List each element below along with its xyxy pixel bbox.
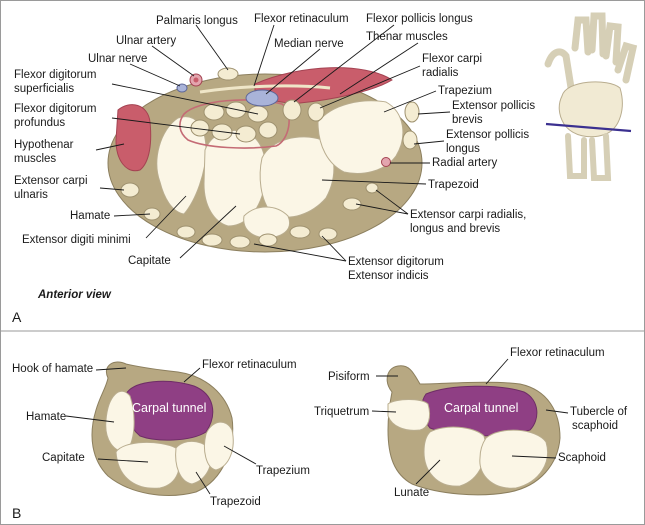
label-ecu-line2: ulnaris <box>14 189 48 201</box>
ecr-tendon-small <box>365 182 379 194</box>
label-edm: Extensor digiti minimi <box>22 234 131 246</box>
epb-tendon <box>404 101 420 123</box>
panel-a-labels: Palmaris longus Flexor retinaculum Flexo… <box>12 13 535 325</box>
label-ulnar-nerve: Ulnar nerve <box>88 53 147 65</box>
label-flexor-carpi-radialis-line1: Flexor carpi <box>422 53 482 65</box>
fpl-tendon <box>282 99 302 121</box>
label-b-left-carpal-tunnel: Carpal tunnel <box>132 401 206 415</box>
label-b-right-flexor-retinaculum: Flexor retinaculum <box>510 347 605 359</box>
label-palmaris-longus: Palmaris longus <box>156 15 238 27</box>
wrist-cross-section <box>107 67 423 253</box>
label-extensor-indicis: Extensor indicis <box>348 270 429 282</box>
panel-a-leader-lines <box>95 24 451 262</box>
label-ecr-line1: Extensor carpi radialis, <box>410 209 526 221</box>
right-scaphoid-bone <box>479 429 548 489</box>
label-hypothenar-line1: Hypothenar <box>14 139 74 151</box>
label-epb-line1: Extensor pollicis <box>452 100 535 112</box>
ed-tendon-3 <box>229 235 251 249</box>
label-median-nerve: Median nerve <box>274 38 344 50</box>
panel-b-leader-lines <box>65 358 569 495</box>
fdp-tendon-4 <box>258 121 278 139</box>
left-trapezoid-bone <box>175 441 212 485</box>
trapezoid-bone <box>259 136 335 218</box>
label-epl-line1: Extensor pollicis <box>446 129 529 141</box>
hand-skeleton-thumbnail <box>544 12 638 181</box>
anterior-view-caption: Anterior view <box>37 289 112 301</box>
label-hook-of-hamate: Hook of hamate <box>12 363 93 375</box>
label-thenar-muscles: Thenar muscles <box>366 31 448 43</box>
label-radial-artery: Radial artery <box>432 157 497 169</box>
label-epl-line2: longus <box>446 143 480 155</box>
fds-tendon-2 <box>225 101 247 119</box>
label-b-right-tubercle-line2: scaphoid <box>572 420 618 432</box>
label-b-right-pisiform: Pisiform <box>328 371 370 383</box>
flexor-tendon-sheath <box>179 99 290 149</box>
ed-tendon-4 <box>258 233 278 247</box>
fdp-tendon-3 <box>235 125 257 143</box>
dorsal-capitate-bone <box>243 206 290 239</box>
label-b-left-trapezium: Trapezium <box>256 465 310 477</box>
label-flexor-retinaculum: Flexor retinaculum <box>254 13 349 25</box>
label-flexor-carpi-radialis-line2: radialis <box>422 67 459 79</box>
fds-tendon-1 <box>203 103 225 121</box>
flexor-retinaculum-band <box>199 84 331 94</box>
label-ecu-line1: Extensor carpi <box>14 175 88 187</box>
label-b-left-capitate: Capitate <box>42 452 85 464</box>
fcr-tendon <box>307 102 325 122</box>
label-b-right-triquetrum: Triquetrum <box>314 406 369 418</box>
ulnar-artery-lumen <box>193 77 199 83</box>
label-b-left-hamate: Hamate <box>26 411 66 423</box>
label-b-right-lunate: Lunate <box>394 487 429 499</box>
thenar-muscles-shape <box>254 67 393 104</box>
label-trapezoid: Trapezoid <box>428 179 479 191</box>
label-b-right-tubercle-line1: Tubercle of <box>570 406 628 418</box>
label-b-right-scaphoid: Scaphoid <box>558 452 606 464</box>
left-trapezium-bone <box>203 421 234 471</box>
label-fds-line1: Flexor digitorum <box>14 69 96 81</box>
ed-tendon-1 <box>176 225 196 239</box>
label-fdp-line2: profundus <box>14 117 65 129</box>
radial-artery-shape <box>381 157 391 167</box>
panel-b-left-section <box>91 361 234 496</box>
label-hypothenar-line2: muscles <box>14 153 56 165</box>
hypothenar-muscles-shape <box>115 104 152 172</box>
label-fds-line2: superficialis <box>14 83 74 95</box>
panel-letter-b: B <box>12 505 21 521</box>
panel-b-right-section <box>386 365 561 496</box>
panel-b-labels: Hook of hamate Flexor retinaculum Carpal… <box>12 347 628 521</box>
ecrl-tendon <box>342 197 362 211</box>
label-b-left-flexor-retinaculum: Flexor retinaculum <box>202 359 297 371</box>
label-b-left-trapezoid: Trapezoid <box>210 496 261 508</box>
label-capitate: Capitate <box>128 255 171 267</box>
label-hamate: Hamate <box>70 210 110 222</box>
label-b-right-carpal-tunnel: Carpal tunnel <box>444 401 518 415</box>
label-ulnar-artery: Ulnar artery <box>116 35 176 47</box>
right-lunate-bone <box>423 426 487 487</box>
left-hamate-bone <box>105 390 135 453</box>
ed-tendon-2 <box>201 233 223 247</box>
label-flexor-pollicis-longus: Flexor pollicis longus <box>366 13 473 25</box>
label-fdp-line1: Flexor digitorum <box>14 103 96 115</box>
label-trapezium: Trapezium <box>438 85 492 97</box>
median-nerve-shape <box>245 89 279 107</box>
left-capitate-bone <box>115 441 180 489</box>
panel-letter-a: A <box>12 309 22 325</box>
ei-tendon <box>289 225 311 239</box>
ecrb-tendon <box>318 227 338 241</box>
label-extensor-digitorum: Extensor digitorum <box>348 256 444 268</box>
epl-tendon <box>402 130 418 150</box>
label-ecr-line2: longus and brevis <box>410 223 500 235</box>
trapezium-bone <box>317 100 404 174</box>
right-triquetrum-bone <box>387 399 431 431</box>
label-epb-line2: brevis <box>452 114 483 126</box>
palmaris-longus-tendon <box>217 67 239 81</box>
section-plane-line <box>545 122 632 133</box>
